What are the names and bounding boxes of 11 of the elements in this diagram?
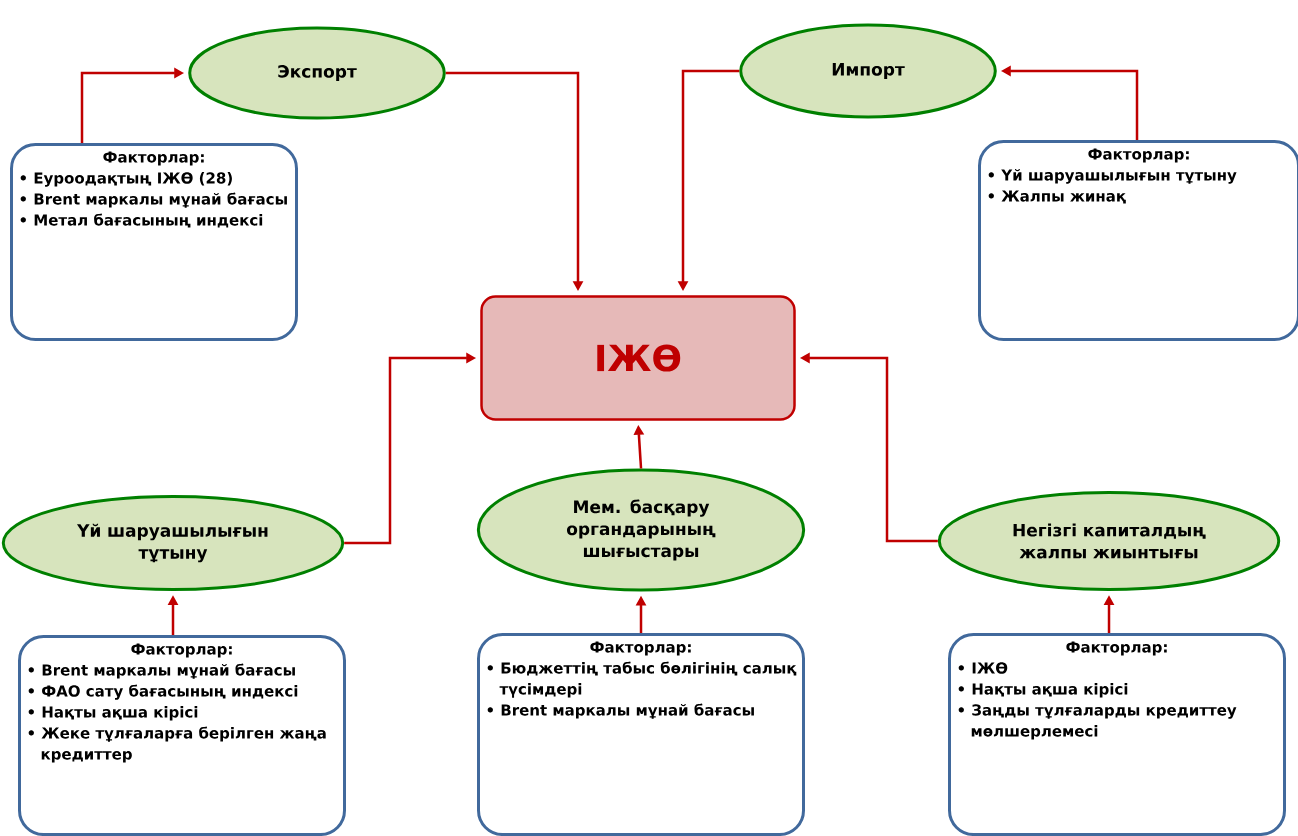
oval-node: Негізгі капиталдың жалпы жиынтығы (937, 491, 1281, 591)
oval-node: Мем. басқару органдарының шығыстары (476, 468, 806, 592)
factor-box: Факторлар: • ІЖӨ • Нақты ақша кірісі • Заңды тұлғаларды кредиттеу мөлшерлемесі (948, 633, 1286, 836)
factor-box: Факторлар: • Еуроодақтың ІЖӨ (28) • Brent маркалы мұнай бағасы • Метал бағасының индексі (10, 143, 298, 341)
factor-box: Факторлар: • Brent маркалы мұнай бағасы • ФАО сату бағасының индексі • Нақты ақша кірісі • Жеке тұлғаларға берілген жаңа кредиттер (18, 635, 346, 836)
factor-box: Факторлар: • Үй шаруашылығын тұтыну • Жалпы жинақ (978, 140, 1298, 341)
oval-node: Үй шаруашылығын тұтыну (1, 495, 345, 591)
oval-node: Импорт (739, 23, 997, 119)
oval-node: Экспорт (188, 26, 446, 120)
central-box: ІЖӨ (480, 295, 796, 421)
factor-box: Факторлар: • Бюджеттің табыс бөлігінің салық түсімдері • Brent маркалы мұнай бағасы (477, 633, 805, 836)
